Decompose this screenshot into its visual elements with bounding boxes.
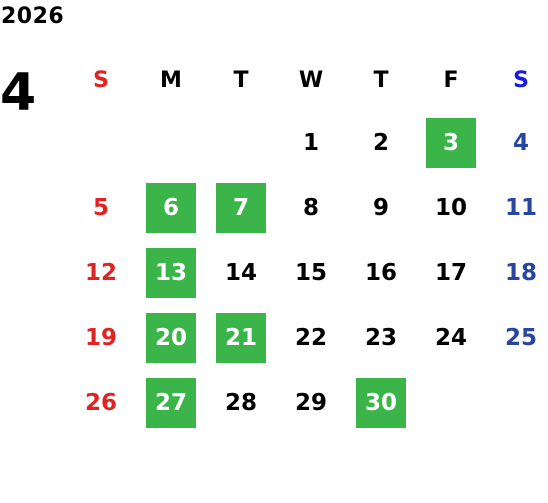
day-number: 2 [372,129,389,156]
day-cell: 17 [416,240,486,305]
day-cell: 4 [486,110,548,175]
highlighted-day: 21 [216,312,266,363]
highlighted-day: 30 [356,377,406,428]
day-cell: 8 [276,175,346,240]
day-number: 22 [294,324,327,351]
day-cell: 11 [486,175,548,240]
day-cell: 10 [416,175,486,240]
day-number: 15 [294,259,327,286]
day-number: 28 [224,389,257,416]
day-number: 18 [504,259,537,286]
day-cell: 15 [276,240,346,305]
day-number [496,378,546,428]
day-cell: 2 [346,110,416,175]
weekday-header-sunday: S [93,67,109,93]
day-cell: 24 [416,305,486,370]
day-cell: 7 [206,175,276,240]
day-number [216,118,266,168]
weekday-header-saturday: S [513,67,529,93]
highlighted-day: 13 [146,247,196,298]
highlighted-day: 20 [146,312,196,363]
day-number: 8 [302,194,319,221]
day-number: 16 [364,259,397,286]
day-cell [486,370,548,435]
day-cell: 20 [136,305,206,370]
day-cell: 9 [346,175,416,240]
day-cell: 14 [206,240,276,305]
day-cell: 1 [276,110,346,175]
weekday-header-thursday: T [373,67,389,93]
day-number: 23 [364,324,397,351]
day-cell: 18 [486,240,548,305]
day-number: 10 [434,194,467,221]
day-number: 5 [92,194,109,221]
weekday-header-monday: M [160,67,182,93]
day-cell: 16 [346,240,416,305]
calendar-month: 4 [0,63,37,123]
day-number: 24 [434,324,467,351]
day-cell: 27 [136,370,206,435]
day-cell [66,110,136,175]
day-cell: 25 [486,305,548,370]
day-cell [136,110,206,175]
day-number [426,378,476,428]
day-cell [206,110,276,175]
day-number: 26 [84,389,117,416]
day-cell: 23 [346,305,416,370]
day-cell: 22 [276,305,346,370]
weekday-header-friday: F [443,67,459,93]
day-cell: 5 [66,175,136,240]
day-cell: 19 [66,305,136,370]
day-number [146,118,196,168]
day-cell: 12 [66,240,136,305]
day-number: 11 [504,194,537,221]
weekday-header-tuesday: T [233,67,249,93]
day-cell: 28 [206,370,276,435]
day-cell: 3 [416,110,486,175]
day-number: 14 [224,259,257,286]
day-number: 9 [372,194,389,221]
day-cell: 29 [276,370,346,435]
day-number: 12 [84,259,117,286]
day-cell [416,370,486,435]
highlighted-day: 27 [146,377,196,428]
highlighted-day: 3 [426,117,476,168]
day-cell: 21 [206,305,276,370]
day-number: 19 [84,324,117,351]
weekday-header-wednesday: W [298,67,324,93]
day-number [76,118,126,168]
day-number: 25 [504,324,537,351]
day-number: 17 [434,259,467,286]
calendar-year: 2026 [1,4,65,29]
day-cell: 30 [346,370,416,435]
day-number: 29 [294,389,327,416]
day-number: 1 [302,129,319,156]
highlighted-day: 7 [216,182,266,233]
day-number: 4 [512,129,529,156]
day-cell: 6 [136,175,206,240]
highlighted-day: 6 [146,182,196,233]
day-cell: 13 [136,240,206,305]
day-cell: 26 [66,370,136,435]
